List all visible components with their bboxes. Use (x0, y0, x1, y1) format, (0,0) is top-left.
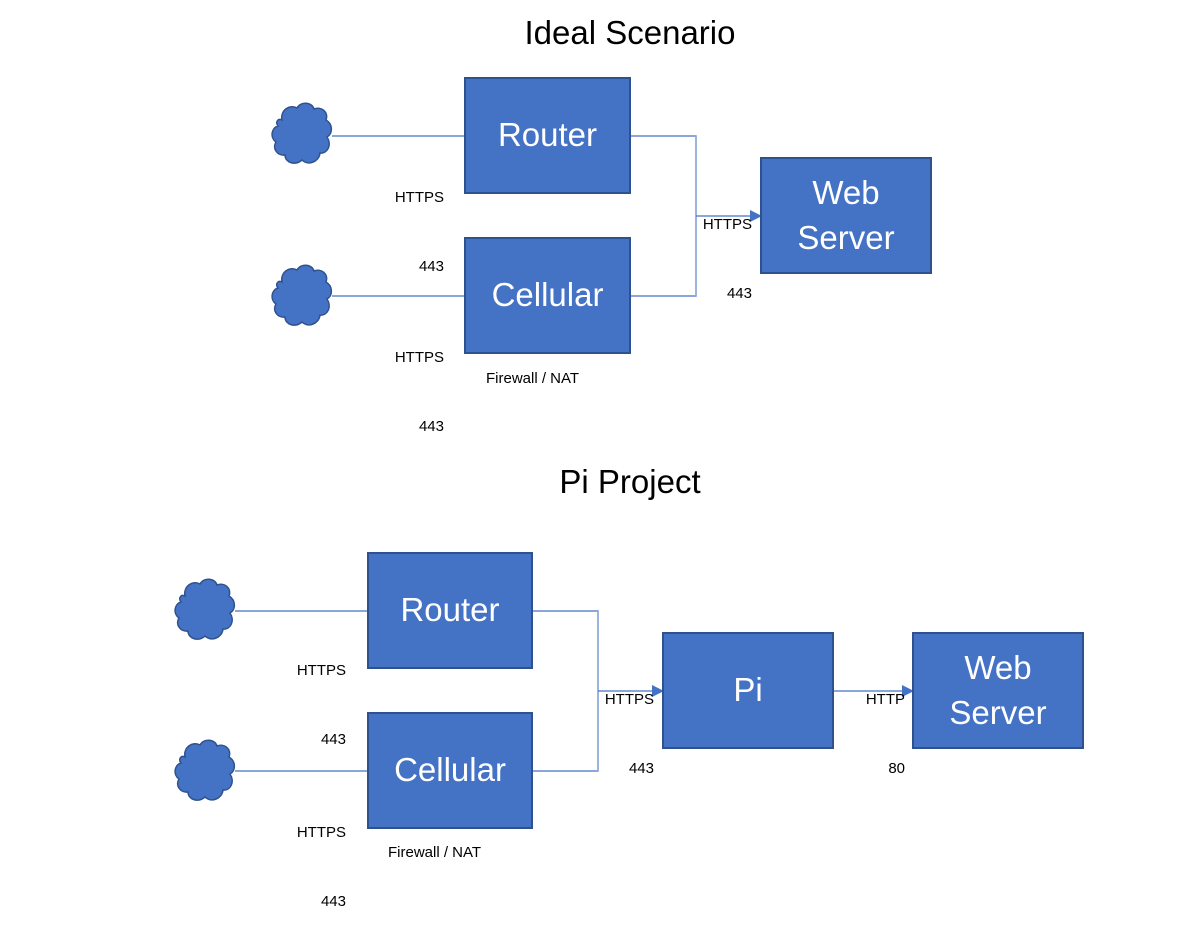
diagram-title-pi: Pi Project (559, 463, 701, 500)
port-label: 443 (418, 258, 444, 275)
webserver-label-line2: Server (949, 693, 1047, 731)
pi-box: Pi (662, 632, 834, 749)
cellular-box: Cellular (367, 712, 533, 829)
link-label: HTTP 80 (845, 642, 905, 803)
port-label: 443 (726, 285, 752, 302)
link-router-junction (532, 610, 599, 691)
router-box: Router (367, 552, 533, 669)
webserver-label-line1: Web (964, 648, 1032, 686)
port-label: 80 (888, 760, 905, 777)
cellular-box: Cellular (464, 237, 631, 354)
link-router-junction (630, 135, 697, 216)
router-label: Router (497, 116, 598, 154)
protocol-label: HTTP (865, 691, 905, 708)
pi-label: Pi (733, 671, 763, 709)
link-label: HTTPS 443 (692, 167, 752, 328)
cloud-icon (271, 264, 333, 326)
port-label: 443 (418, 418, 444, 435)
protocol-label: HTTPS (394, 189, 444, 206)
connectors (235, 135, 914, 772)
port-label: 443 (628, 760, 654, 777)
link-label: HTTPS 443 (384, 140, 444, 301)
webserver-box: Web Server (760, 157, 932, 274)
link-label: HTTPS 443 (594, 642, 654, 803)
protocol-label: HTTPS (296, 662, 346, 679)
cloud-icon (174, 739, 236, 801)
firewall-nat-note: Firewall / NAT (388, 844, 482, 861)
diagram-title-ideal: Ideal Scenario (524, 14, 736, 51)
protocol-label: HTTPS (296, 824, 346, 841)
webserver-label-line2: Server (797, 218, 895, 256)
link-label: HTTPS 443 (286, 613, 346, 774)
port-label: 443 (320, 731, 346, 748)
router-label: Router (400, 591, 500, 629)
webserver-label-line1: Web (812, 173, 880, 211)
cloud-icon (271, 102, 333, 164)
cloud-icon (174, 578, 236, 640)
link-label: HTTPS 443 (286, 775, 346, 936)
cellular-label: Cellular (394, 751, 506, 789)
protocol-label: HTTPS (394, 349, 444, 366)
protocol-label: HTTPS (702, 216, 752, 233)
cellular-label: Cellular (491, 276, 604, 314)
webserver-box: Web Server (912, 632, 1084, 749)
link-label: HTTPS 443 (384, 300, 444, 461)
link-cellular-junction (630, 216, 697, 297)
router-box: Router (464, 77, 631, 194)
firewall-nat-note: Firewall / NAT (486, 370, 580, 387)
link-cellular-junction (532, 691, 599, 772)
port-label: 443 (320, 893, 346, 910)
protocol-label: HTTPS (604, 691, 654, 708)
